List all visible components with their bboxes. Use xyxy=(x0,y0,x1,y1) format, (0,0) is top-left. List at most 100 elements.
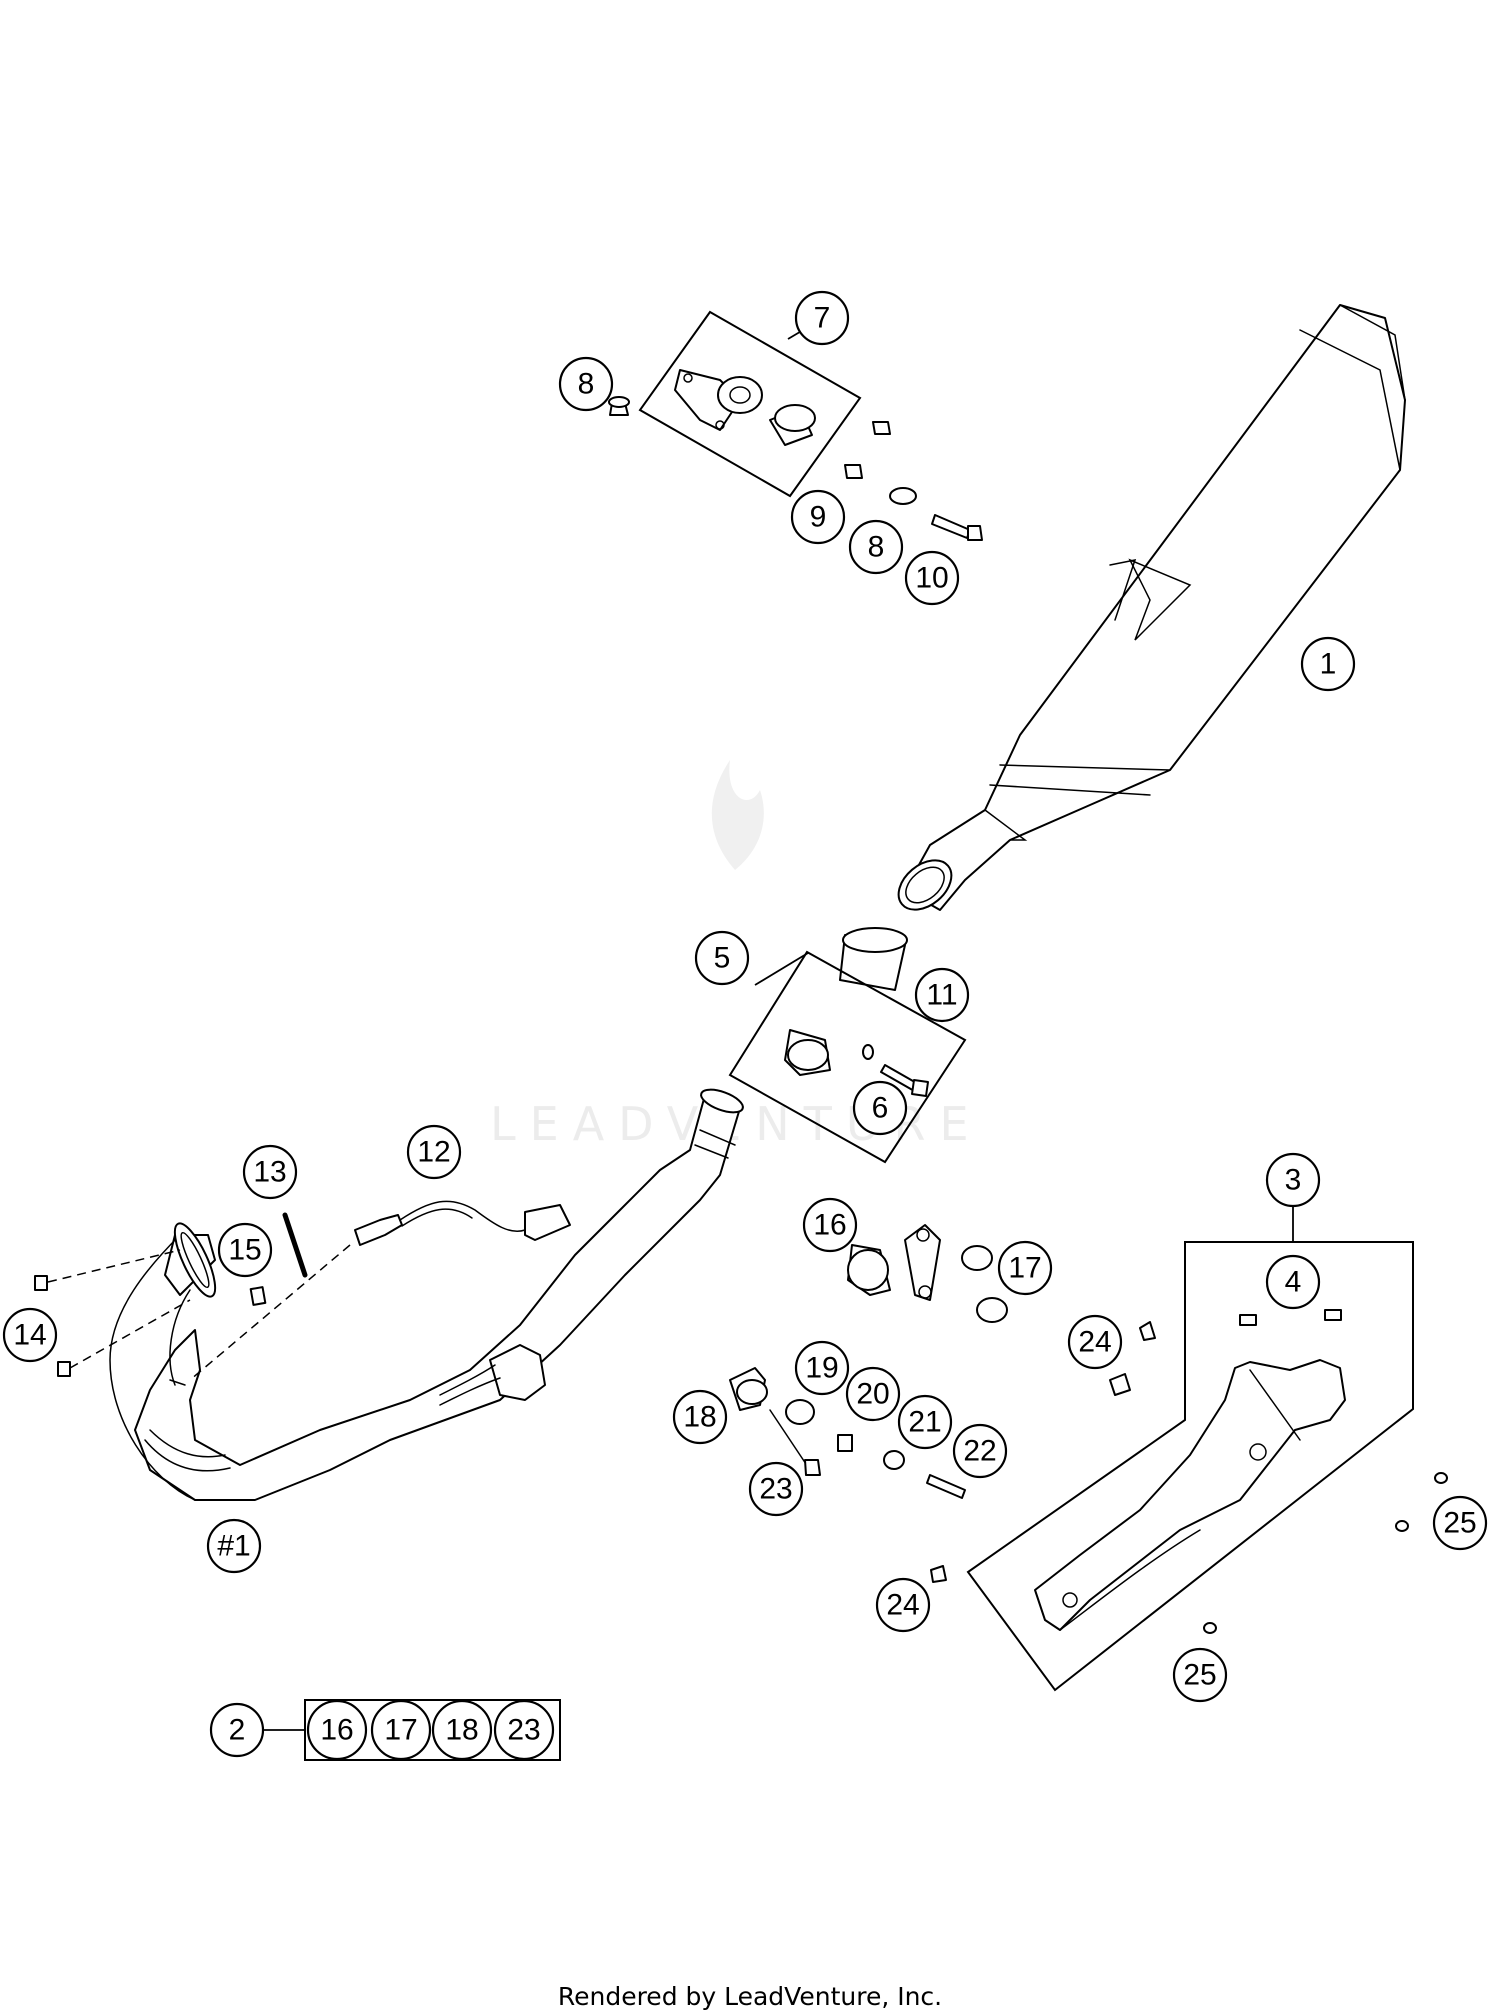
callout-circle xyxy=(1265,1254,1321,1310)
callout-18: 18 xyxy=(431,1699,493,1761)
callout-circle xyxy=(845,1366,901,1422)
callout-circle xyxy=(790,489,846,545)
callout-number: 23 xyxy=(507,1714,540,1747)
callout-number: 25 xyxy=(1443,1507,1476,1540)
callout-circle xyxy=(897,1394,953,1450)
callout-circle xyxy=(875,1577,931,1633)
bracket-group xyxy=(638,310,862,498)
callout-number: 5 xyxy=(714,942,731,975)
pin xyxy=(282,1212,308,1278)
callout-2: 2 xyxy=(209,1702,265,1758)
connecting-sleeve xyxy=(839,927,908,991)
mount-bracket xyxy=(847,1224,1008,1323)
callout-circle xyxy=(242,1144,298,1200)
callout-number: 18 xyxy=(683,1401,716,1434)
callout-16: 16 xyxy=(306,1699,368,1761)
callout-number: 18 xyxy=(445,1714,478,1747)
callout-circle xyxy=(209,1702,265,1758)
callout-25: 25 xyxy=(1172,1647,1228,1703)
callout-circle xyxy=(748,1461,804,1517)
callout-4: 4 xyxy=(1265,1254,1321,1310)
footer-credit: Rendered by LeadVenture, Inc. xyxy=(557,1982,943,2011)
callout-circle xyxy=(1432,1495,1488,1551)
callout-number: 9 xyxy=(810,501,827,534)
callout-circle xyxy=(1265,1152,1321,1208)
callout-number: 13 xyxy=(253,1156,286,1189)
callout-number: 4 xyxy=(1285,1266,1302,1299)
callout-20: 20 xyxy=(845,1366,901,1422)
callout-5: 5 xyxy=(694,930,750,986)
callout-number: 8 xyxy=(868,531,885,564)
callout-1: 1 xyxy=(1300,636,1356,692)
callout-circle xyxy=(558,356,614,412)
callout-number: 22 xyxy=(963,1435,996,1468)
heat-shield-group xyxy=(930,1241,1448,1692)
callout-25: 25 xyxy=(1432,1495,1488,1551)
callout-circle xyxy=(802,1197,858,1253)
callout-circle xyxy=(370,1699,432,1761)
callout-23: 23 xyxy=(748,1461,804,1517)
callout-circle xyxy=(694,930,750,986)
studs xyxy=(34,1249,191,1377)
callout-6: 6 xyxy=(852,1080,908,1136)
callout-number: 7 xyxy=(814,302,831,335)
callout-19: 19 xyxy=(794,1340,850,1396)
callout-3: 3 xyxy=(1265,1152,1321,1208)
callout-11: 11 xyxy=(914,967,970,1023)
callout-number: 8 xyxy=(578,368,595,401)
callout-circle xyxy=(997,1240,1053,1296)
callout-number: #1 xyxy=(217,1530,250,1563)
callout-number: 15 xyxy=(228,1234,261,1267)
callout-assembly-1: #1 xyxy=(206,1518,262,1574)
callout-number: 20 xyxy=(856,1378,889,1411)
callout-number: 24 xyxy=(886,1589,919,1622)
callout-circle xyxy=(206,1518,262,1574)
callout-number: 17 xyxy=(384,1714,417,1747)
callout-circle xyxy=(794,290,850,346)
callout-number: 2 xyxy=(229,1714,246,1747)
callout-number: 25 xyxy=(1183,1659,1216,1692)
callout-22: 22 xyxy=(952,1423,1008,1479)
callout-number: 16 xyxy=(813,1209,846,1242)
callout-circle xyxy=(852,1080,908,1136)
callout-circle xyxy=(794,1340,850,1396)
callout-circle xyxy=(493,1699,555,1761)
callout-number: 1 xyxy=(1320,648,1337,681)
callout-circle xyxy=(904,550,960,606)
callout-circle xyxy=(1067,1314,1123,1370)
leader-lines xyxy=(260,322,1294,1761)
callout-circle xyxy=(672,1389,728,1445)
lambda-sensor xyxy=(189,1200,571,1381)
callout-number: 16 xyxy=(320,1714,353,1747)
callout-number: 21 xyxy=(908,1406,941,1439)
callout-15: 15 xyxy=(217,1222,273,1278)
callout-17: 17 xyxy=(997,1240,1053,1296)
callout-circle xyxy=(306,1699,368,1761)
callout-circle xyxy=(2,1307,58,1363)
callout-12: 12 xyxy=(406,1124,462,1180)
silencer xyxy=(897,304,1406,911)
callout-number: 23 xyxy=(759,1473,792,1506)
callout-8: 8 xyxy=(558,356,614,412)
callout-number: 12 xyxy=(417,1136,450,1169)
callout-number: 14 xyxy=(13,1319,46,1352)
callout-23: 23 xyxy=(493,1699,555,1761)
clamp-group xyxy=(728,950,967,1164)
callout-16: 16 xyxy=(802,1197,858,1253)
callout-21: 21 xyxy=(897,1394,953,1450)
callout-number: 19 xyxy=(805,1352,838,1385)
callout-13: 13 xyxy=(242,1144,298,1200)
callout-circle xyxy=(1300,636,1356,692)
callout-24: 24 xyxy=(1067,1314,1123,1370)
callout-circle xyxy=(914,967,970,1023)
callout-18: 18 xyxy=(672,1389,728,1445)
callout-circle xyxy=(952,1423,1008,1479)
flange-gasket xyxy=(173,1222,267,1306)
callout-circle xyxy=(431,1699,493,1761)
callout-14: 14 xyxy=(2,1307,58,1363)
callout-number: 3 xyxy=(1285,1164,1302,1197)
callout-7: 7 xyxy=(794,290,850,346)
callout-10: 10 xyxy=(904,550,960,606)
callout-24: 24 xyxy=(875,1577,931,1633)
callout-number: 17 xyxy=(1008,1252,1041,1285)
